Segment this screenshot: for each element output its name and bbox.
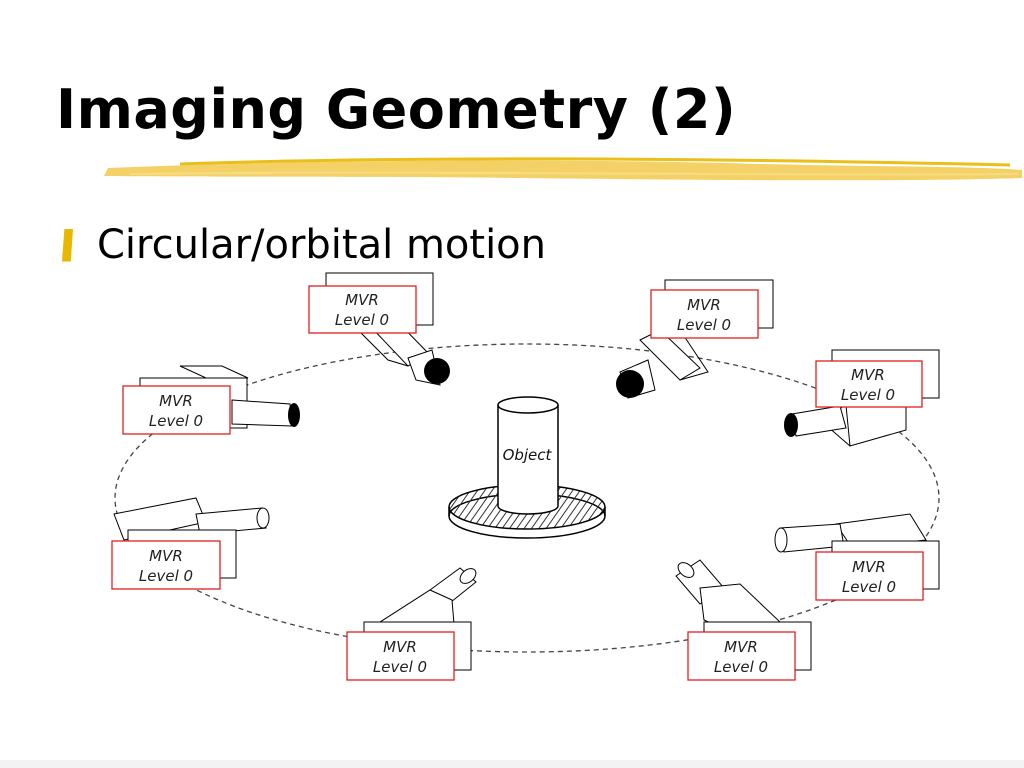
camera-bottom-left: MVR Level 0 — [346, 567, 477, 681]
camera-label-line2: Level 0 — [149, 412, 203, 430]
object-cylinder: Object — [497, 396, 559, 515]
slide-title: Imaging Geometry (2) — [56, 78, 737, 141]
camera-label-box — [815, 360, 923, 408]
camera-label-line2: Level 0 — [714, 658, 768, 676]
camera-label-box — [815, 551, 924, 601]
camera-bottom-right: MVR Level 0 — [675, 559, 812, 681]
camera-left-lower: MVR Level 0 — [111, 497, 270, 590]
camera-label-box — [346, 631, 455, 681]
camera-lens-icon — [774, 527, 788, 553]
title-brush-underline — [104, 157, 1022, 181]
camera-left-upper: MVR Level 0 — [122, 365, 300, 435]
camera-label-box — [650, 289, 759, 339]
camera-label-line2: Level 0 — [139, 567, 193, 585]
camera-label-line2: Level 0 — [841, 386, 895, 404]
camera-label-line1: MVR — [724, 638, 758, 656]
orbit-path — [114, 343, 940, 653]
camera-label-box — [111, 540, 221, 590]
camera-label-line2: Level 0 — [335, 311, 389, 329]
camera-right-lower: MVR Level 0 — [774, 513, 940, 601]
camera-label-box — [687, 631, 796, 681]
camera-lens-icon — [459, 568, 477, 584]
camera-lens-icon — [677, 562, 695, 578]
bullet-text: Circular/orbital motion — [97, 222, 547, 268]
camera-top-right: MVR Level 0 — [616, 279, 774, 399]
camera-label-line1: MVR — [345, 291, 379, 309]
object-label: Object — [503, 446, 553, 464]
camera-right-upper: MVR Level 0 — [784, 349, 940, 447]
camera-label-line1: MVR — [851, 366, 885, 384]
camera-lens-icon — [784, 413, 798, 437]
camera-label-line1: MVR — [383, 638, 417, 656]
slide-footer-band — [0, 760, 1024, 768]
camera-label-box — [122, 385, 231, 435]
camera-label-line1: MVR — [159, 392, 193, 410]
camera-lens-icon — [424, 358, 450, 384]
camera-label-box — [308, 285, 417, 334]
camera-label-line2: Level 0 — [677, 316, 731, 334]
camera-lens-icon — [288, 403, 300, 427]
camera-label-line2: Level 0 — [842, 578, 896, 596]
camera-label-line1: MVR — [852, 558, 886, 576]
bullet-bar-icon — [62, 228, 73, 262]
camera-top-left: MVR Level 0 — [308, 272, 450, 386]
camera-label-line1: MVR — [149, 547, 183, 565]
camera-lens-icon — [616, 370, 644, 398]
camera-label-line1: MVR — [687, 296, 721, 314]
camera-lens-icon — [256, 507, 270, 529]
bullet-item: Circular/orbital motion — [62, 222, 546, 268]
camera-label-line2: Level 0 — [373, 658, 427, 676]
